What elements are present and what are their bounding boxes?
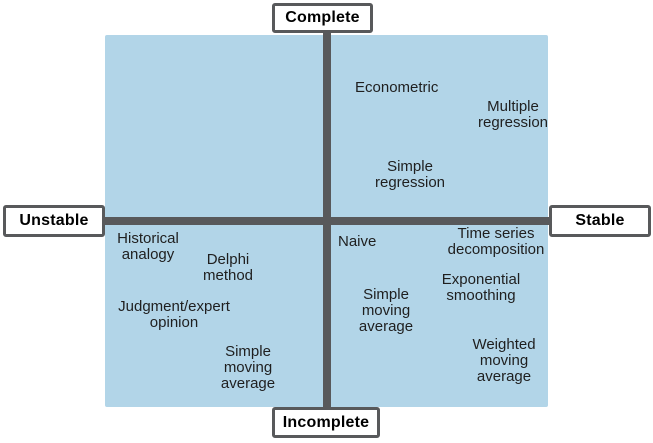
method-simple-moving-average-se: Simple moving average xyxy=(358,286,414,335)
axis-label-stable: Stable xyxy=(549,205,651,237)
horizontal-axis-line xyxy=(99,217,554,225)
method-judgment-expert-opinion: Judgment/expert opinion xyxy=(118,298,230,331)
axis-label-unstable: Unstable xyxy=(3,205,105,237)
method-exponential-smoothing: Exponential smoothing xyxy=(441,271,521,304)
method-simple-regression: Simple regression xyxy=(374,158,446,191)
method-simple-moving-average-sw: Simple moving average xyxy=(220,343,276,392)
axis-label-complete: Complete xyxy=(272,3,373,33)
method-multiple-regression: Multiple regression xyxy=(477,98,549,131)
method-weighted-moving-average: Weighted moving average xyxy=(472,336,536,385)
method-historical-analogy: Historical analogy xyxy=(117,230,179,263)
axis-label-incomplete: Incomplete xyxy=(272,407,380,438)
method-naive: Naive xyxy=(338,233,377,250)
method-delphi-method: Delphi method xyxy=(202,251,254,284)
method-econometric: Econometric xyxy=(355,79,439,96)
method-time-series-decomposition: Time series decomposition xyxy=(447,225,545,258)
